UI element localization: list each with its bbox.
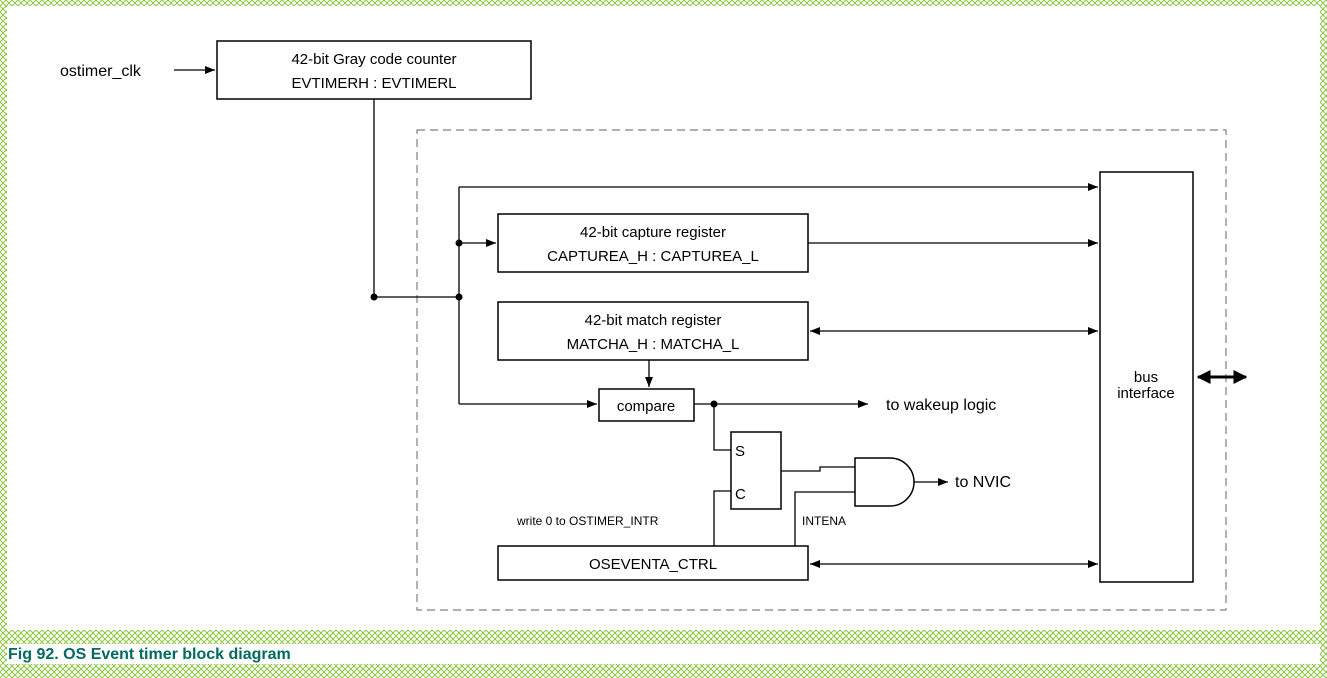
flipflop-clear-label: C	[735, 486, 746, 503]
ctrl-block: OSEVENTA_CTRL	[497, 545, 809, 581]
counter-line2: EVTIMERH : EVTIMERL	[291, 75, 456, 92]
capture-line2: CAPTUREA_H : CAPTUREA_L	[547, 248, 759, 265]
and-gate	[854, 457, 915, 507]
nvic-label: to NVIC	[955, 474, 1011, 491]
match-register-block: 42-bit match register MATCHA_H : MATCHA_…	[497, 301, 809, 361]
junction-dot	[455, 239, 463, 247]
flipflop-set-label: S	[735, 443, 745, 460]
compare-label: compare	[617, 398, 675, 415]
ctrl-label: OSEVENTA_CTRL	[589, 556, 717, 573]
compare-block: compare	[598, 388, 695, 422]
clock-label: ostimer_clk	[60, 63, 142, 80]
figure-caption: Fig 92. OS Event timer block diagram	[8, 646, 291, 663]
junction-dot	[370, 293, 378, 301]
set-wire	[713, 404, 731, 451]
clear-wire	[713, 490, 731, 546]
junction-dot	[455, 293, 463, 301]
flipflop-block: S C	[730, 431, 782, 510]
junction-dot	[710, 400, 718, 408]
ff-and-wire	[781, 466, 855, 472]
dashed-region	[416, 129, 1227, 611]
bus-interface-block: bus interface	[1099, 171, 1194, 583]
match-line1: 42-bit match register	[585, 312, 722, 329]
intena-label: INTENA	[802, 514, 846, 528]
capture-line1: 42-bit capture register	[580, 224, 726, 241]
bus-line2: interface	[1117, 385, 1175, 402]
junction-dots	[370, 239, 718, 408]
counter-block: 42-bit Gray code counter EVTIMERH : EVTI…	[216, 40, 532, 100]
match-line2: MATCHA_H : MATCHA_L	[567, 336, 740, 353]
counter-line1: 42-bit Gray code counter	[291, 51, 456, 68]
capture-register-block: 42-bit capture register CAPTUREA_H : CAP…	[497, 213, 809, 273]
write0-label: write 0 to OSTIMER_INTR	[516, 514, 659, 528]
intena-wire	[794, 491, 855, 546]
wakeup-label: to wakeup logic	[886, 397, 996, 414]
bus-line1: bus	[1134, 369, 1158, 386]
